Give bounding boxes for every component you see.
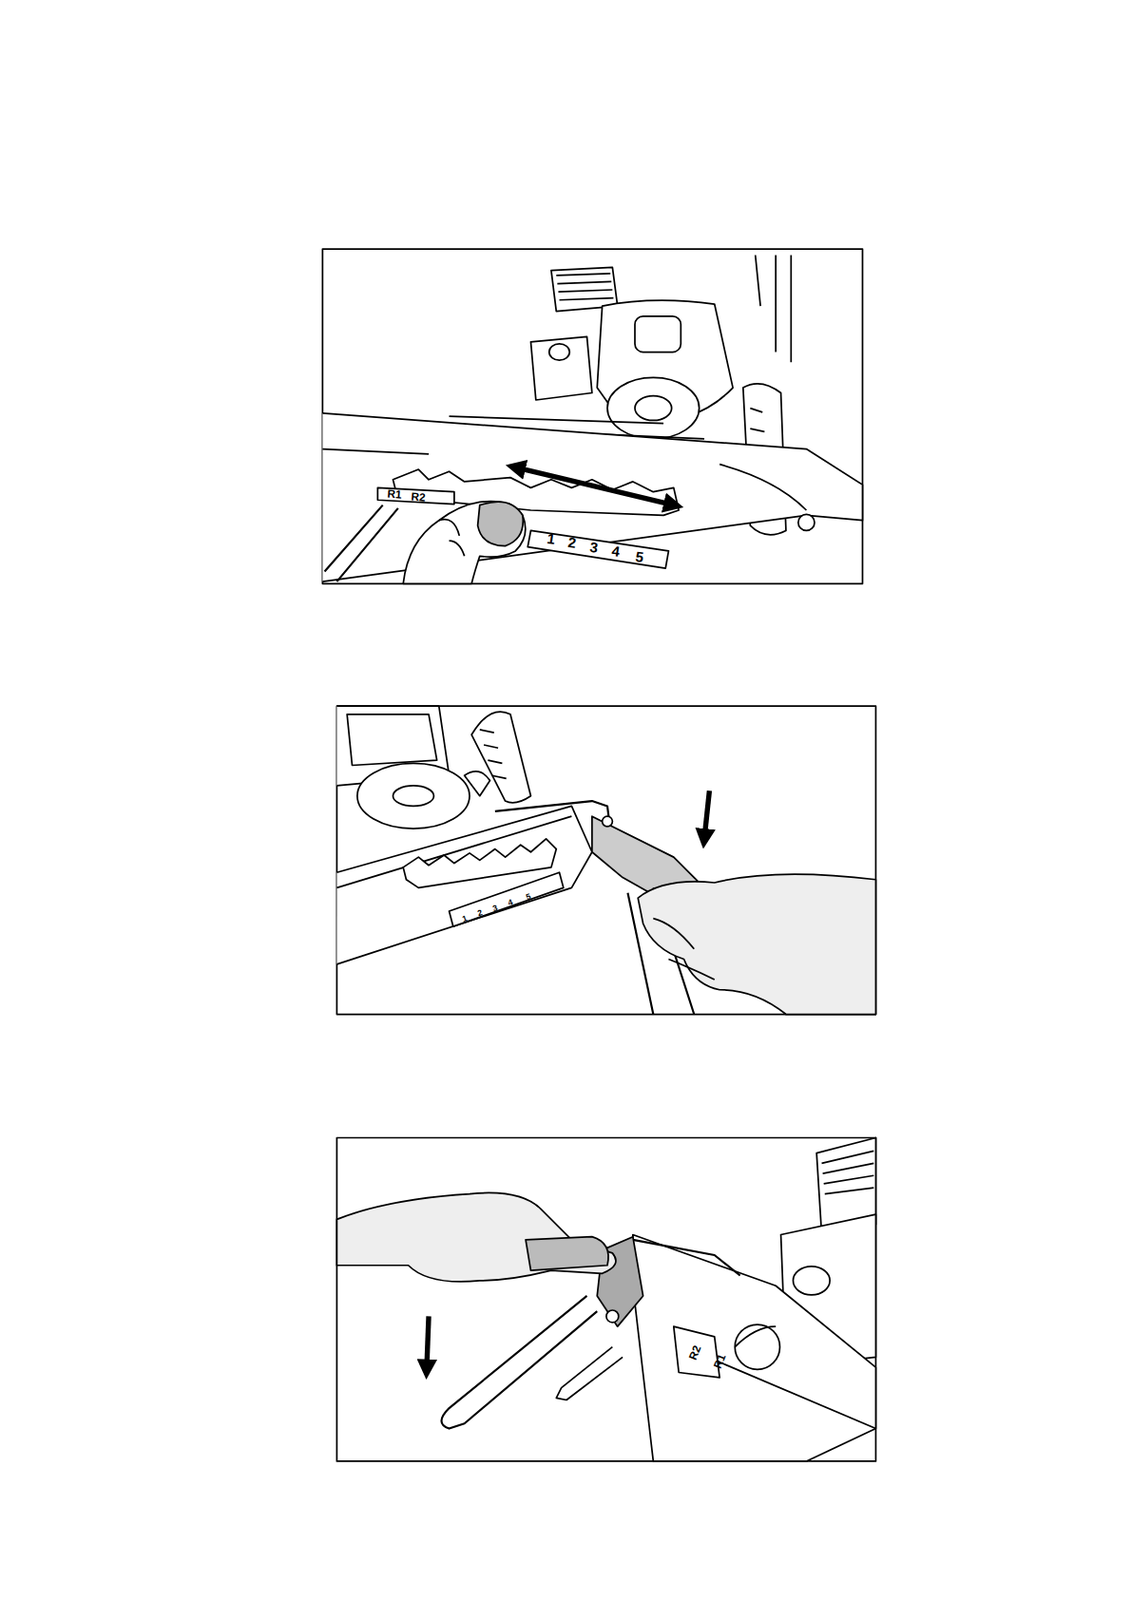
lever-plate	[633, 1235, 877, 1462]
lever-plate	[322, 413, 863, 582]
reverse-gear-label: R2	[410, 492, 426, 505]
down-arrow	[704, 790, 710, 839]
hand	[637, 874, 876, 1015]
speed-number: 4	[610, 543, 620, 559]
lever-handle	[325, 505, 399, 583]
reverse-gear-label: R1	[386, 488, 403, 501]
panel-frame	[336, 706, 876, 1015]
panel-frame	[336, 1137, 876, 1461]
down-arrow	[426, 1316, 429, 1370]
hand	[336, 1192, 616, 1282]
panel-frame	[322, 249, 863, 584]
hand	[402, 501, 526, 585]
lever-plate	[336, 805, 592, 964]
double-arrow	[515, 467, 673, 506]
